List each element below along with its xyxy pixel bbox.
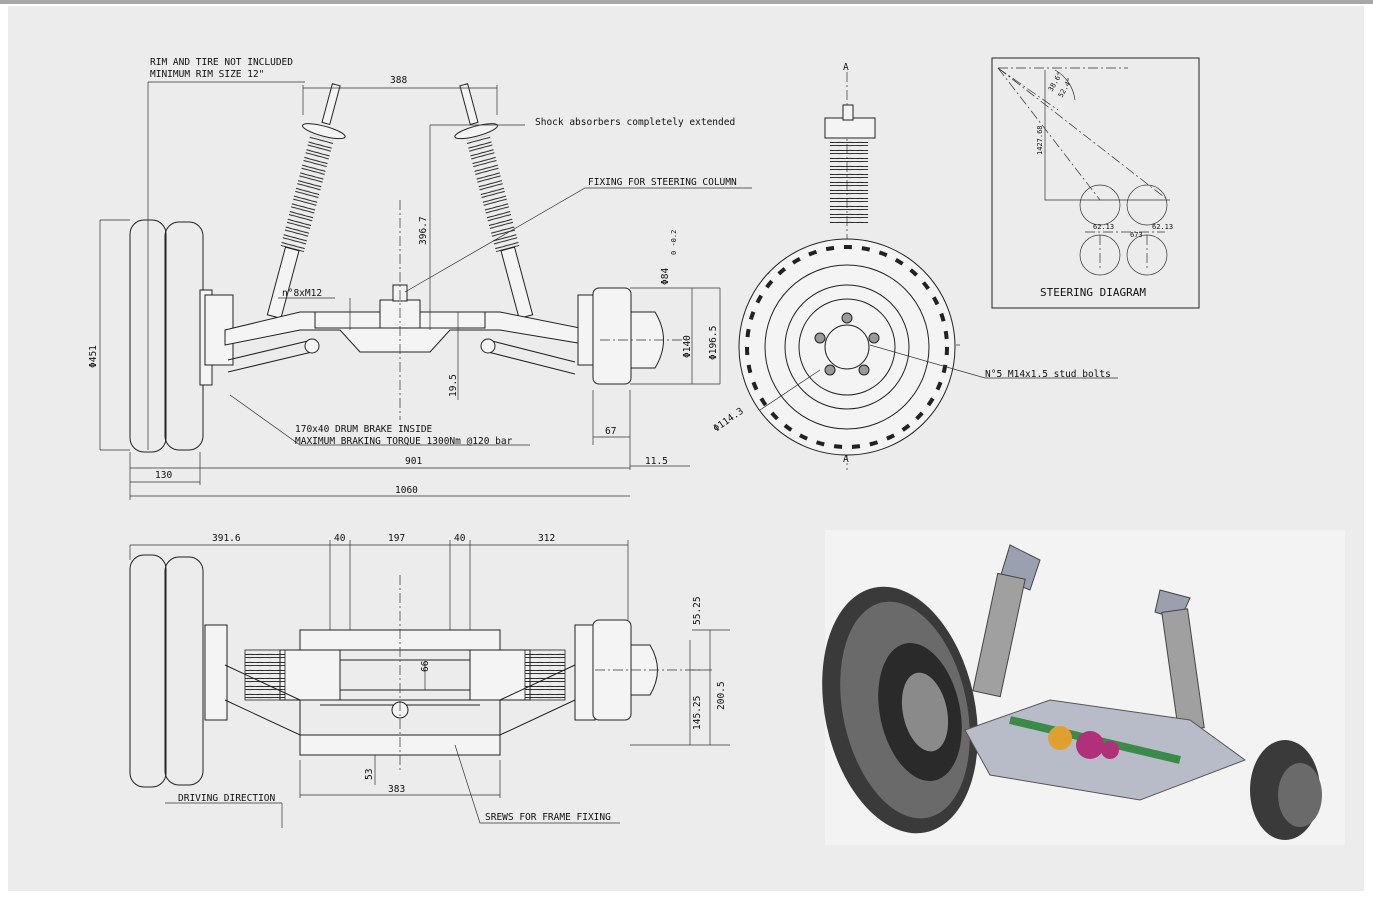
side-wheel-icon: [738, 238, 956, 456]
dim-53: 53: [364, 769, 375, 780]
dim-388: 388: [390, 75, 407, 86]
dim-396-7: 396.7: [418, 216, 429, 245]
note-rim-line1: RIM AND TIRE NOT INCLUDED: [150, 57, 293, 68]
dim-391-6: 391.6: [212, 533, 241, 544]
steering-diagram-title: STEERING DIAGRAM: [1040, 286, 1146, 299]
note-brake-line2: MAXIMUM BRAKING TORQUE 1300Nm @120 bar: [295, 436, 513, 447]
dim-145-25: 145.25: [692, 696, 703, 730]
note-rim-line2: MINIMUM RIM SIZE 12": [150, 69, 264, 80]
front-view: RIM AND TIRE NOT INCLUDED MINIMUM RIM SI…: [88, 57, 752, 500]
dim-phi114-3: Φ114.3: [711, 406, 745, 435]
dim-phi196-5: Φ196.5: [708, 326, 719, 360]
dim-11-5: 11.5: [645, 456, 668, 467]
dim-62-13-left: 62.13: [1093, 223, 1114, 231]
wheel-tire-icon: [129, 219, 213, 453]
dim-phi451: Φ451: [88, 345, 99, 368]
dim-1060: 1060: [395, 485, 418, 496]
note-brake-line1: 170x40 DRUM BRAKE INSIDE: [295, 424, 433, 435]
dim-1427-68: 1427.68: [1036, 125, 1044, 155]
dim-62-13-right: 62.13: [1152, 223, 1173, 231]
dim-383: 383: [388, 784, 405, 795]
note-shock-absorbers: Shock absorbers completely extended: [535, 117, 735, 128]
section-a-top: A: [843, 62, 849, 73]
label-bolts-8xm12: n°8xM12: [282, 288, 322, 299]
side-shock-icon: [830, 140, 868, 225]
axle-render-image: [822, 530, 1345, 845]
drum-brake-icon: [577, 287, 664, 385]
shock-absorber-icon: [266, 83, 534, 320]
dim-phi84: Φ84: [660, 268, 671, 285]
dim-312: 312: [538, 533, 555, 544]
dim-67: 67: [605, 426, 616, 437]
steering-diagram: 38.6° 52.4° 1427.68 62.13 673 62.13 STEE…: [991, 57, 1200, 309]
dim-40-right: 40: [454, 533, 466, 544]
top-view: 391.6 40 197 40 312 55.25 66 145.25 200.…: [129, 533, 730, 828]
dim-130: 130: [155, 470, 172, 481]
note-steering-column: FIXING FOR STEERING COLUMN: [588, 177, 737, 188]
note-driving-direction: DRIVING DIRECTION: [178, 793, 276, 804]
dim-66: 66: [420, 660, 431, 672]
dim-901: 901: [405, 456, 422, 467]
dim-phi140: Φ140: [682, 335, 693, 358]
dim-197: 197: [388, 533, 405, 544]
side-view: A A N°5 M14x1.5 stud bolts Φ114.3: [711, 62, 1118, 470]
note-stud-bolts: N°5 M14x1.5 stud bolts: [985, 369, 1111, 380]
note-frame-screws: SREWS FOR FRAME FIXING: [485, 812, 611, 823]
top-wheel-icon: [129, 554, 167, 788]
dim-tolerance: 0 -0.2: [670, 230, 678, 255]
dim-200-5: 200.5: [716, 681, 727, 710]
section-a-bottom: A: [843, 454, 849, 465]
top-border-line: [0, 0, 1373, 4]
dim-673: 673: [1130, 231, 1143, 239]
dim-40-left: 40: [334, 533, 346, 544]
dim-55-25: 55.25: [692, 596, 703, 625]
dim-19-5: 19.5: [448, 374, 459, 397]
